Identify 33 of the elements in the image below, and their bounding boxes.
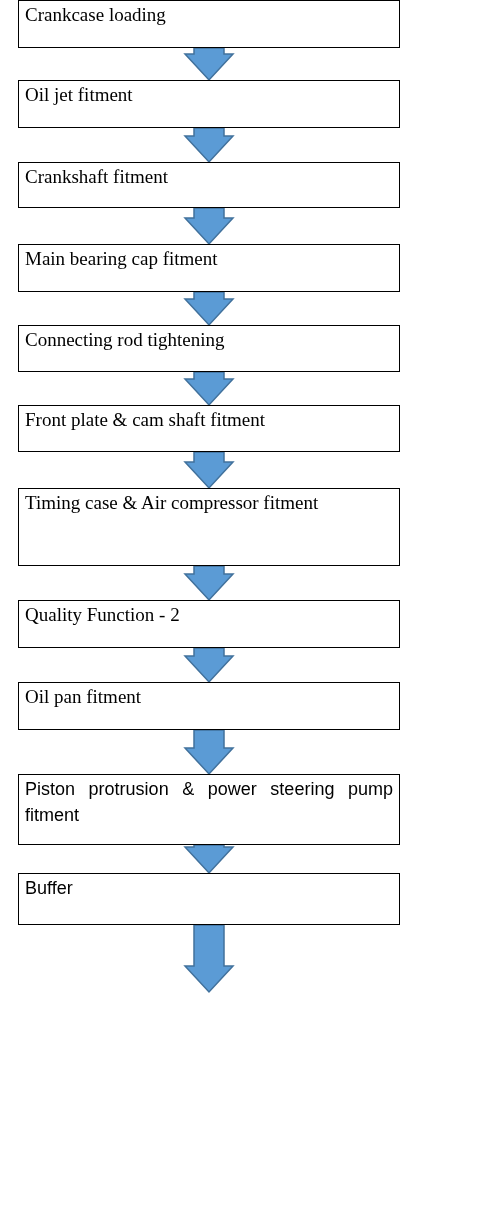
process-box	[18, 325, 400, 372]
step-label: Oil jet fitment	[25, 83, 134, 107]
process-box	[18, 162, 400, 208]
block-arrow	[183, 844, 235, 875]
process-box	[18, 405, 400, 452]
process-box	[18, 873, 400, 925]
block-arrow	[183, 451, 235, 490]
step-label: Main bearing cap fitment	[25, 247, 219, 271]
block-arrow	[183, 924, 235, 994]
step-label: Piston protrusion & power steering pump fitment	[25, 778, 393, 827]
block-arrow	[183, 371, 235, 407]
process-box	[18, 80, 400, 128]
step-label: Crankshaft fitment	[25, 165, 169, 189]
process-box	[18, 682, 400, 730]
block-arrow	[183, 647, 235, 684]
step-label: Front plate & cam shaft fitment	[25, 408, 267, 432]
process-box	[18, 0, 400, 48]
process-box	[18, 600, 400, 648]
step-label: Buffer	[25, 877, 74, 900]
step-label: Oil pan fitment	[25, 685, 143, 709]
block-arrow	[183, 127, 235, 164]
block-arrow	[183, 729, 235, 776]
block-arrow	[183, 291, 235, 327]
step-label: Timing case & Air compressor fitment	[25, 491, 320, 515]
process-box	[18, 488, 400, 566]
step-label: Quality Function - 2	[25, 603, 181, 627]
process-box	[18, 244, 400, 292]
block-arrow	[183, 207, 235, 246]
block-arrow	[183, 565, 235, 602]
step-label: Crankcase loading	[25, 3, 167, 27]
block-arrow	[183, 47, 235, 82]
step-label: Connecting rod tightening	[25, 328, 226, 352]
process-box	[18, 774, 400, 845]
